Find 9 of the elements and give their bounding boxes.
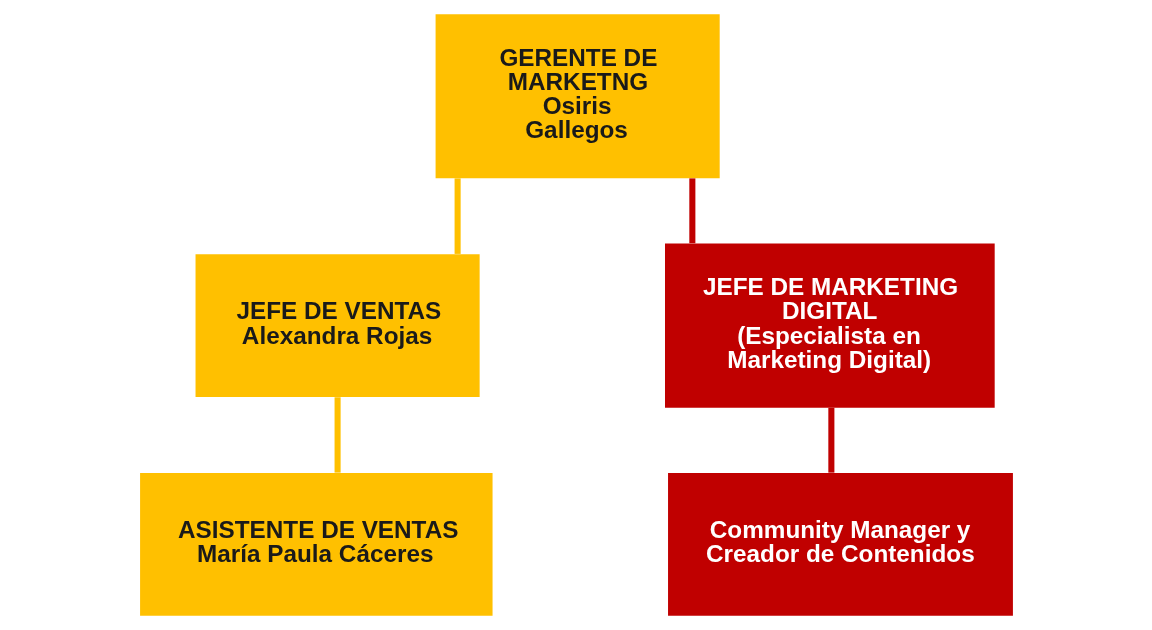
- node-box: GERENTE DE MARKETNG Osiris Gallegos: [435, 14, 720, 179]
- connector: [827, 407, 834, 473]
- node-box: JEFE DE VENTAS Alexandra Rojas: [195, 254, 480, 398]
- connector: [334, 397, 341, 473]
- node-box: JEFE DE MARKETING DIGITAL (Especialista en Marketing Digital): [664, 243, 995, 408]
- node-box: Community Manager y Creador de Contenidos: [667, 473, 1013, 616]
- connector: [688, 178, 695, 244]
- connector: [454, 178, 461, 254]
- node-box: ASISTENTE DE VENTAS María Paula Cáceres: [139, 473, 493, 616]
